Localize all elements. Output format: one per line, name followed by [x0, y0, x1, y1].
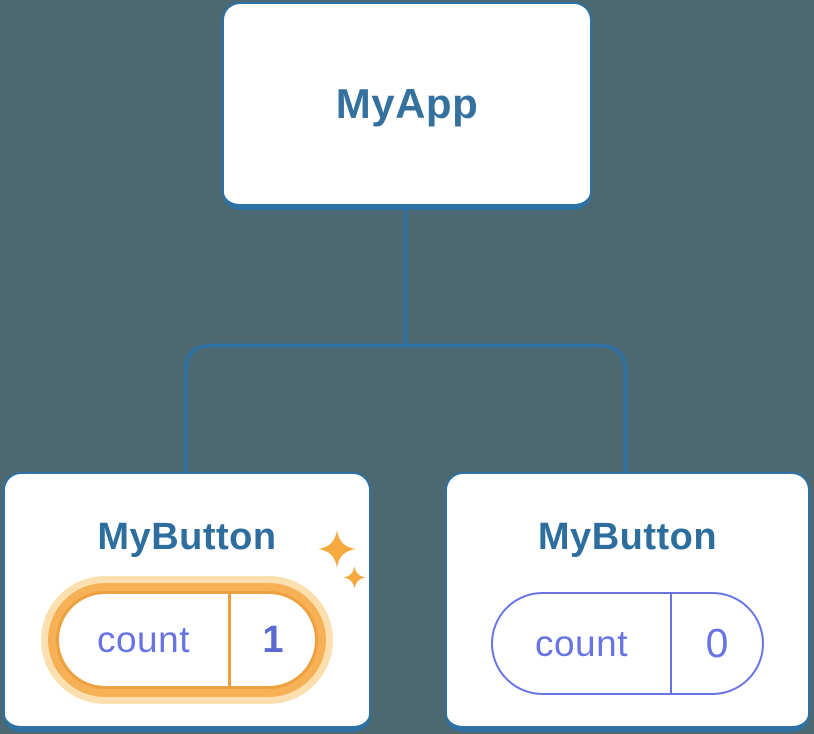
state-pill: count 0 — [491, 592, 764, 695]
connector-branch-line — [183, 343, 628, 474]
state-name: count — [534, 622, 628, 664]
node-myapp-label: MyApp — [335, 80, 479, 127]
state-pill-wrap: count 1 — [56, 530, 366, 689]
node-mybutton-label: MyButton — [537, 516, 718, 558]
state-value: 0 — [705, 620, 729, 666]
state-pill-highlighted: count 1 — [56, 591, 318, 689]
pill-divider — [228, 594, 231, 686]
pill-divider — [670, 594, 672, 693]
state-value: 1 — [262, 618, 284, 661]
state-name: count — [96, 619, 190, 660]
node-mybutton-active: MyButton count 1 — [3, 472, 371, 732]
sparkle-icon — [343, 566, 366, 589]
node-myapp: MyApp — [222, 2, 592, 210]
state-pill-wrap: count 0 — [491, 556, 764, 695]
node-mybutton-inactive: MyButton count 0 — [445, 472, 810, 732]
sparkle-icon — [318, 530, 356, 568]
node-mybutton-label: MyButton — [97, 516, 277, 558]
